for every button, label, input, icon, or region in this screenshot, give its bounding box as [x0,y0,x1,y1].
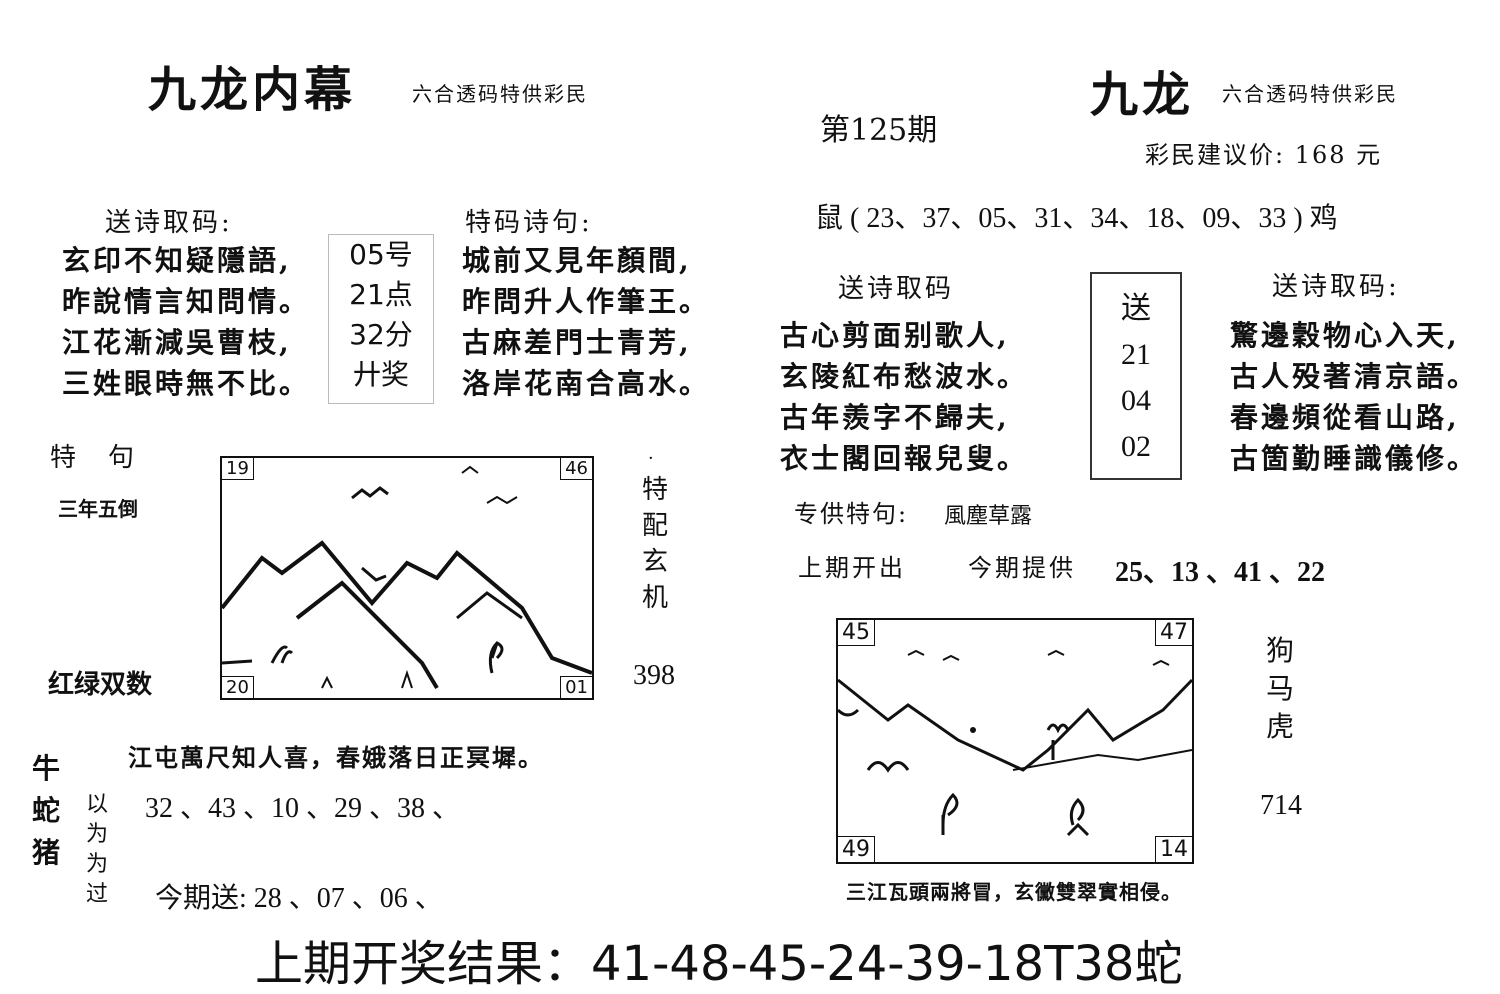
poem-line: 玄陵紅布愁波水。 [780,360,1029,393]
box-line: 04 [1121,384,1151,417]
zodiac-char: 猪 [31,836,60,869]
poem-line: 驚邊穀物心入天, [1230,319,1460,352]
tip-char: 机 [641,583,668,613]
yiwei-char: 以 [85,792,108,817]
special-line: 洛岸花南合高水。 [462,367,711,400]
poem-line: 衣士閣回報兒叟。 [780,442,1029,475]
poem-line: 古心剪面别歌人, [780,319,1010,352]
last-label: 上期开出 [798,554,906,582]
left-verse: 江屯萬尺知人喜，春娥落日正冥墀。 [128,743,544,772]
hill-illustration [838,649,1192,837]
right-poem-label-1: 送诗取码 [838,274,955,304]
price-label: 彩民建议价: 168 元 [1145,141,1383,169]
box-line: 05号 [349,238,413,271]
left-send-numbers: 今期送: 28 、07 、06 、 [155,883,443,914]
tip-char: 玄 [641,547,668,577]
right-poem-label-2: 送诗取码: [1272,272,1400,302]
tip-char: 狗 [1265,634,1294,667]
corner-number: 46 [560,458,592,480]
corner-number: 14 [1155,836,1192,862]
corner-number: 49 [838,836,875,862]
number-398: 398 [633,660,675,691]
left-special-label: 特码诗句: [465,208,593,238]
this-numbers: 25、13 、41 、22 [1115,557,1326,588]
corner-number: 45 [838,620,875,646]
box-line: 廾奖 [352,358,409,391]
right-poem-1: 古心剪面别歌人, 玄陵紅布愁波水。 古年羨字不歸夫, 衣士閣回報兒叟。 [780,316,1028,480]
poem-line: 古年羨字不歸夫, [780,401,1010,434]
special-line: 古麻差門士青芳, [462,326,692,359]
right-landscape: 45 47 49 14 [836,618,1194,864]
yiwei-char: 过 [85,882,108,907]
right-poem-2: 驚邊穀物心入天, 古人殁著清京語。 春邊頻從看山路, 古箇勤睡識儀修。 [1230,316,1478,480]
right-vertical-tip: 狗 马 虎 [1262,632,1298,746]
poem-line: 春邊頻從看山路, [1230,401,1460,434]
special-line: 城前又見年顏間, [462,244,692,277]
left-poem-line: 江花漸減吳曹枝, [62,326,292,359]
left-poem: 玄印不知疑隱語, 昨說情言知問情。 江花漸減吳曹枝, 三姓眼時無不比。 [62,240,310,404]
right-special-text: 風塵草露 [944,504,1033,529]
box-line: 02 [1121,430,1151,463]
shu-ji-line: 鼠 ( 23、37、05、31、34、18、09、33 ) 鸡 [815,203,1338,234]
box-line: 21 [1121,338,1151,371]
tip-char: 特 [641,475,668,505]
san-nian-label: 三年五倒 [58,497,138,521]
corner-number: 01 [560,676,592,698]
left-number-list: 32 、43 、10 、29 、38 、 [145,793,461,824]
yiwei-char: 为 [85,822,108,847]
te-ju-label: 特 句 [50,443,138,473]
tip-char: 配 [641,511,668,541]
number-714: 714 [1260,790,1302,821]
zodiac-char: 蛇 [31,794,60,827]
corner-number: 20 [222,676,254,698]
box-line: 送 [1121,292,1151,325]
mountain-illustration [222,465,592,690]
left-poem-label: 送诗取码: [105,208,233,238]
yiwei-char: 为 [85,852,108,877]
poem-line: 古箇勤睡識儀修。 [1230,442,1479,475]
corner-number: 47 [1155,620,1192,646]
this-label: 今期提供 [968,554,1076,582]
left-title: 九龙内幕 [148,62,357,118]
special-line: 昨問升人作筆王。 [462,285,711,318]
corner-number: 19 [222,458,254,480]
poem-line: 古人殁著清京語。 [1230,360,1479,393]
left-number-box: 05号 21点 32分 廾奖 [328,234,434,404]
right-subtitle: 六合透码特供彩民 [1222,82,1398,106]
dot-mark: · [648,448,654,469]
left-vertical-tip: 特 配 玄 机 [635,472,675,616]
left-landscape: 19 46 20 01 [220,456,594,700]
left-poem-line: 昨說情言知問情。 [62,285,311,318]
left-special-poem: 城前又見年顏間, 昨問升人作筆王。 古麻差門士青芳, 洛岸花南合高水。 [462,240,710,404]
right-special-label: 专供特句: [794,500,909,528]
yi-wei-column: 以 为 为 过 [80,790,114,910]
hong-lv-label: 红绿双数 [48,670,153,700]
left-poem-line: 玄印不知疑隱語, [62,244,292,277]
issue-number: 第125期 [820,113,938,148]
zodiac-char: 牛 [31,752,60,785]
box-line: 21点 [349,278,413,311]
zodiac-column: 牛 蛇 猪 [28,748,64,874]
right-number-box: 送 21 04 02 [1090,272,1182,480]
left-poem-line: 三姓眼時無不比。 [62,367,311,400]
last-result: 上期开奖结果：41-48-45-24-39-18T38蛇 [255,936,1183,992]
box-line: 32分 [349,318,413,351]
tip-char: 马 [1265,672,1294,705]
left-subtitle: 六合透码特供彩民 [412,82,588,106]
tip-char: 虎 [1265,710,1294,743]
right-title: 九龙 [1090,67,1195,123]
right-verse: 三江瓦頭兩將冒，玄黴雙翠實相侵。 [846,880,1182,904]
